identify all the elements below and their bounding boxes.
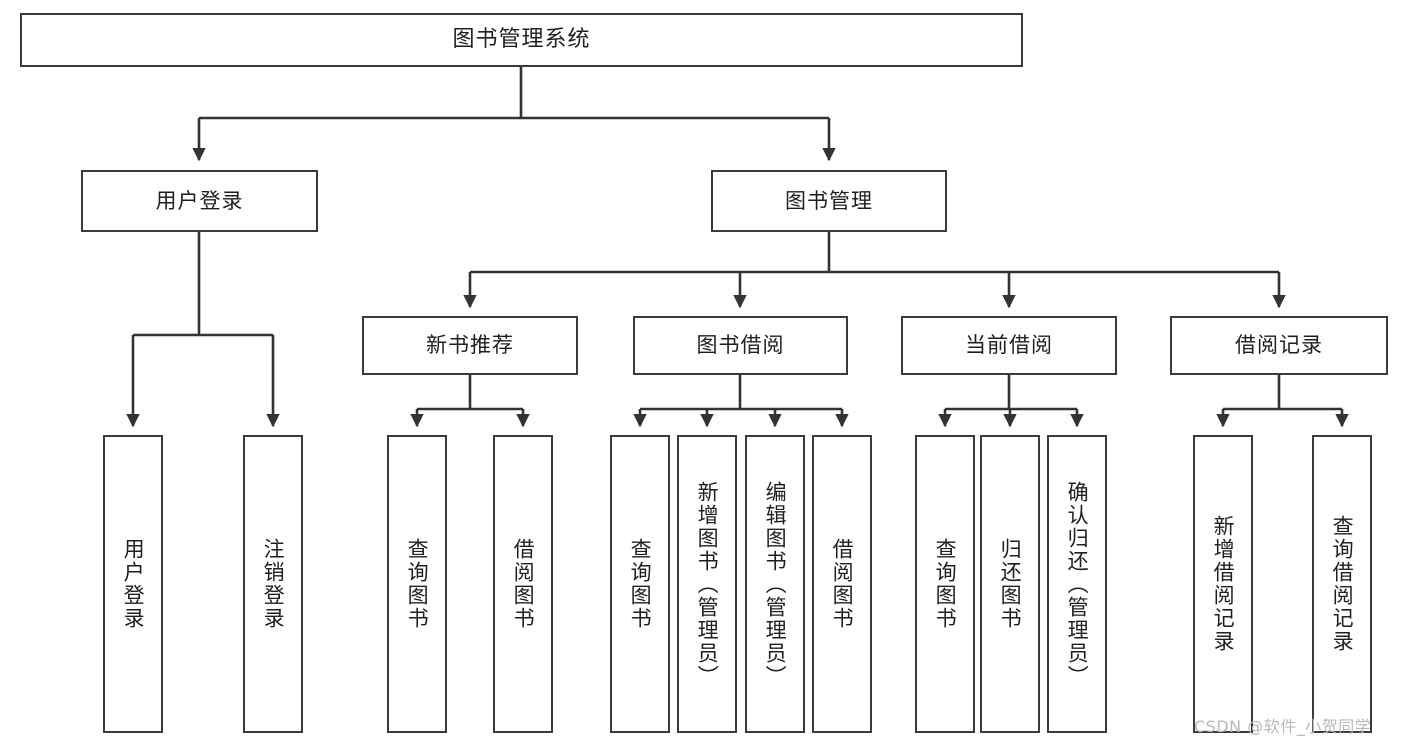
node-root[interactable]: 图书管理系统 (20, 13, 1023, 67)
node-book-manage-label: 图书管理 (785, 188, 873, 213)
node-book-manage[interactable]: 图书管理 (711, 170, 947, 232)
node-borrow-record[interactable]: 借阅记录 (1170, 316, 1388, 375)
leaf-new-book-rec-1-label: 查询图书 (405, 538, 430, 630)
leaf-borrow-record-1-label: 新增借阅记录 (1211, 515, 1236, 653)
leaf-borrow-record-1[interactable]: 新增借阅记录 (1193, 435, 1253, 733)
node-current-borrow[interactable]: 当前借阅 (901, 316, 1117, 375)
node-book-borrow-label: 图书借阅 (696, 333, 785, 358)
leaf-book-borrow-2-label: 新增图书（管理员） (695, 480, 720, 688)
leaf-current-borrow-3[interactable]: 确认归还（管理员） (1047, 435, 1107, 733)
leaf-new-book-rec-2-label: 借阅图书 (511, 538, 536, 630)
leaf-book-borrow-1-label: 查询图书 (628, 538, 653, 630)
leaf-book-borrow-3-label: 编辑图书（管理员） (763, 480, 788, 688)
leaf-book-borrow-3[interactable]: 编辑图书（管理员） (745, 435, 805, 733)
node-current-borrow-label: 当前借阅 (965, 333, 1053, 358)
leaf-book-borrow-1[interactable]: 查询图书 (610, 435, 670, 733)
leaf-user-login-2-label: 注销登录 (261, 538, 286, 630)
leaf-user-login-1-label: 用户登录 (121, 538, 146, 630)
node-user-login[interactable]: 用户登录 (81, 170, 318, 232)
watermark: CSDN @软件_小贺同学 (1194, 717, 1372, 736)
node-book-borrow[interactable]: 图书借阅 (633, 316, 848, 375)
leaf-book-borrow-4[interactable]: 借阅图书 (812, 435, 872, 733)
leaf-new-book-rec-2[interactable]: 借阅图书 (493, 435, 553, 733)
node-borrow-record-label: 借阅记录 (1235, 333, 1323, 358)
leaf-current-borrow-1-label: 查询图书 (933, 538, 958, 630)
leaf-current-borrow-2-label: 归还图书 (998, 538, 1023, 630)
leaf-current-borrow-1[interactable]: 查询图书 (915, 435, 975, 733)
leaf-current-borrow-3-label: 确认归还（管理员） (1065, 480, 1090, 688)
node-new-book-rec-label: 新书推荐 (426, 333, 514, 358)
leaf-user-login-1[interactable]: 用户登录 (103, 435, 163, 733)
leaf-current-borrow-2[interactable]: 归还图书 (980, 435, 1040, 733)
node-user-login-label: 用户登录 (155, 188, 244, 213)
leaf-borrow-record-2-label: 查询借阅记录 (1330, 515, 1355, 653)
leaf-book-borrow-2[interactable]: 新增图书（管理员） (677, 435, 737, 733)
node-new-book-rec[interactable]: 新书推荐 (362, 316, 578, 375)
leaf-book-borrow-4-label: 借阅图书 (830, 538, 855, 630)
leaf-new-book-rec-1[interactable]: 查询图书 (387, 435, 447, 733)
leaf-borrow-record-2[interactable]: 查询借阅记录 (1312, 435, 1372, 733)
node-root-label: 图书管理系统 (452, 27, 591, 53)
leaf-user-login-2[interactable]: 注销登录 (243, 435, 303, 733)
